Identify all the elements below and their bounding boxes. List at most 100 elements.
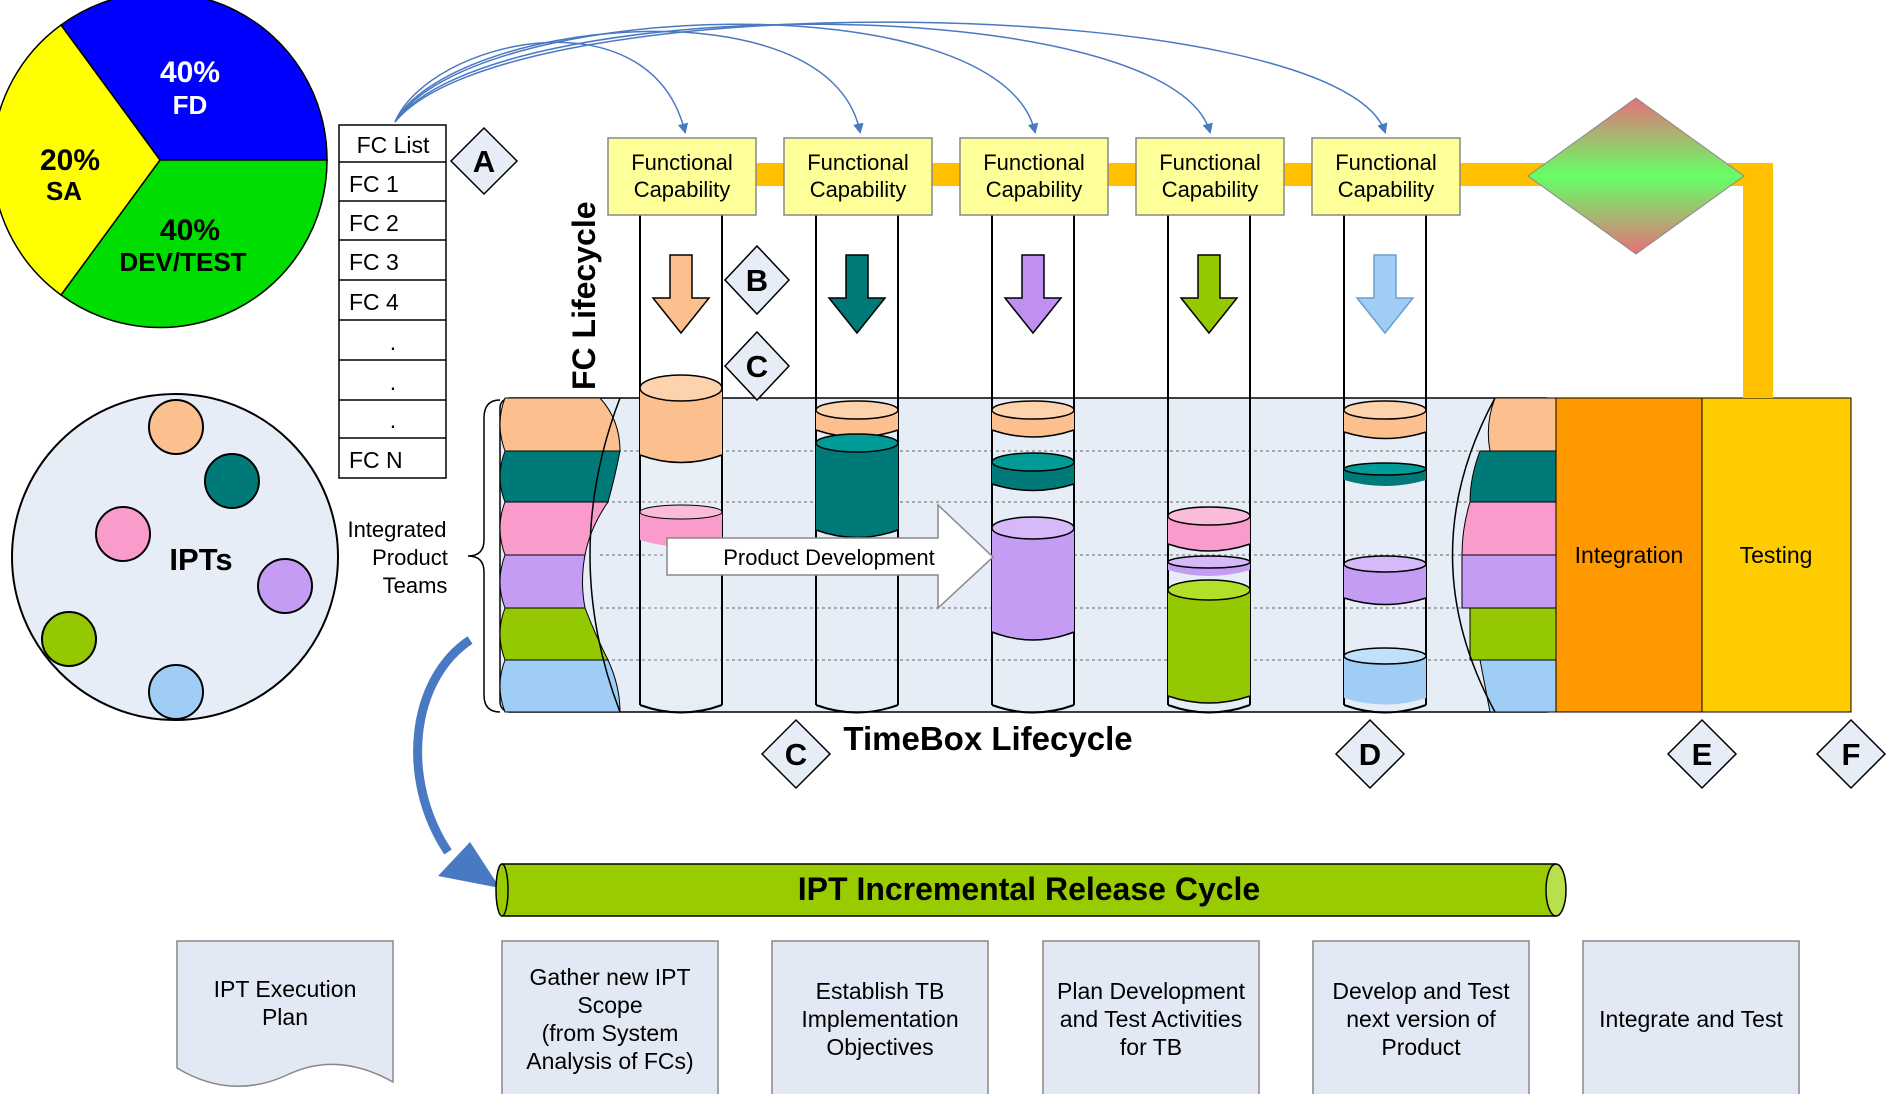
product-development-arrow: Product Development	[666, 503, 995, 610]
timebox-lifecycle-label: TimeBox Lifecycle	[843, 720, 1132, 757]
capability-line2: Capability	[986, 177, 1083, 202]
fc-list-item: FC 1	[349, 171, 399, 197]
capability-box-1: Functional Capability	[607, 137, 757, 216]
pie-fd-percent: 40%	[160, 56, 220, 89]
svg-text:Objectives: Objectives	[826, 1034, 933, 1060]
step-develop-test: Develop and Test next version of Product	[1312, 940, 1530, 1094]
svg-text:Analysis of FCs): Analysis of FCs)	[526, 1048, 693, 1074]
release-cycle-bar: IPT Incremental Release Cycle	[495, 863, 1567, 917]
svg-text:Establish TB: Establish TB	[816, 978, 945, 1004]
ipt-bracket-label: Product	[372, 545, 448, 570]
marker-c-top: C	[723, 330, 791, 402]
marker-a: A	[449, 126, 519, 196]
step-plan-development: Plan Development and Test Activities for…	[1042, 940, 1260, 1094]
capability-boxes: Functional Capability Functional Capabil…	[607, 137, 1461, 216]
svg-text:B: B	[746, 263, 768, 298]
capability-line1: Functional	[983, 150, 1085, 175]
ipt-bracket-label: Integrated	[347, 517, 446, 542]
capability-line1: Functional	[1335, 150, 1437, 175]
fc-tube-1	[639, 215, 723, 714]
step-integrate-test: Integrate and Test	[1582, 940, 1800, 1094]
ipt-team-dot	[148, 664, 204, 720]
svg-text:Plan Development: Plan Development	[1057, 978, 1246, 1004]
fc-list-item: .	[390, 407, 396, 433]
fc-list-header: FC List	[357, 132, 430, 158]
marker-e: E	[1666, 718, 1738, 790]
down-arrow-icon	[1003, 254, 1063, 335]
down-arrow-icon	[827, 254, 887, 335]
capability-line1: Functional	[807, 150, 909, 175]
pie-slice-sa	[0, 23, 161, 297]
capability-line2: Capability	[810, 177, 907, 202]
release-cycle-link-arrow	[413, 636, 473, 855]
pie-fd-label: FD	[173, 90, 208, 120]
integration-block	[1555, 397, 1703, 713]
effort-pie-chart: 40% FD 40% DEV/TEST 20% SA	[0, 0, 328, 329]
svg-text:F: F	[1842, 737, 1861, 772]
fc-list-table: FC List FC 1 FC 2 FC 3 FC 4 . . . FC N	[338, 124, 447, 479]
svg-text:Product: Product	[1381, 1034, 1461, 1060]
svg-text:Develop and Test: Develop and Test	[1332, 978, 1510, 1004]
svg-text:C: C	[746, 349, 768, 384]
capability-box-3: Functional Capability	[959, 137, 1109, 216]
svg-text:Gather new IPT: Gather new IPT	[529, 964, 690, 990]
fc-list-item: .	[390, 329, 396, 355]
svg-text:A: A	[473, 144, 495, 179]
step-execution-plan: IPT Execution Plan	[176, 940, 394, 1087]
fc-tube-2	[815, 215, 899, 714]
step-gather-scope: Gather new IPT Scope (from System Analys…	[501, 940, 719, 1094]
ipt-team-dot	[95, 506, 151, 562]
integration-label: Integration	[1575, 542, 1684, 568]
fc-list-item: FC 2	[349, 210, 399, 236]
fc-list-link-arrows	[394, 21, 1388, 135]
capability-box-5: Functional Capability	[1311, 137, 1461, 216]
product-development-label: Product Development	[723, 545, 935, 570]
fc-list-item: FC 3	[349, 249, 399, 275]
down-arrow-icon	[651, 254, 711, 335]
marker-f: F	[1815, 718, 1887, 790]
svg-text:IPT Execution: IPT Execution	[214, 976, 357, 1002]
left-team-lanes	[499, 397, 621, 713]
fc-tube-3	[991, 215, 1075, 714]
right-team-lanes	[1451, 397, 1562, 713]
pie-dev-test-percent: 40%	[160, 214, 220, 247]
step-establish-objectives: Establish TB Implementation Objectives	[771, 940, 989, 1094]
ipt-bracket: Integrated Product Teams	[347, 399, 501, 713]
svg-text:next version of: next version of	[1346, 1006, 1496, 1032]
marker-d: D	[1334, 718, 1406, 790]
svg-text:Implementation: Implementation	[801, 1006, 958, 1032]
pie-sa-percent: 20%	[40, 144, 100, 177]
svg-text:E: E	[1692, 737, 1713, 772]
capability-line2: Capability	[634, 177, 731, 202]
ipts-circle: IPTs	[11, 393, 339, 721]
marker-c-bottom: C	[760, 718, 832, 790]
arrowhead-icon	[438, 842, 500, 888]
ipt-team-dot	[204, 453, 260, 509]
marker-b: B	[723, 244, 791, 316]
svg-text:for TB: for TB	[1120, 1034, 1182, 1060]
ipts-title: IPTs	[169, 542, 232, 577]
capability-line2: Capability	[1162, 177, 1259, 202]
fc-tube-4	[1167, 215, 1251, 714]
fc-lifecycle-label: FC Lifecycle	[566, 201, 602, 390]
capability-line2: Capability	[1338, 177, 1435, 202]
fc-tube-5	[1343, 215, 1427, 714]
fc-list-item: FC N	[349, 447, 403, 473]
ipt-bracket-label: Teams	[383, 573, 448, 598]
testing-block	[1701, 397, 1852, 713]
capability-down-arrows	[651, 254, 1415, 335]
process-steps: IPT Execution Plan Gather new IPT Scope …	[176, 940, 1800, 1094]
svg-text:(from System: (from System	[542, 1020, 679, 1046]
svg-text:D: D	[1359, 737, 1381, 772]
fc-list-item: .	[390, 369, 396, 395]
capability-line1: Functional	[631, 150, 733, 175]
down-arrow-icon	[1355, 254, 1415, 335]
capability-box-2: Functional Capability	[783, 137, 933, 216]
svg-text:Integrate and Test: Integrate and Test	[1599, 1006, 1783, 1032]
svg-text:C: C	[785, 737, 807, 772]
capability-line1: Functional	[1159, 150, 1261, 175]
testing-label: Testing	[1740, 542, 1813, 568]
ipt-team-dot	[148, 399, 204, 455]
decision-diamond	[1527, 97, 1745, 255]
